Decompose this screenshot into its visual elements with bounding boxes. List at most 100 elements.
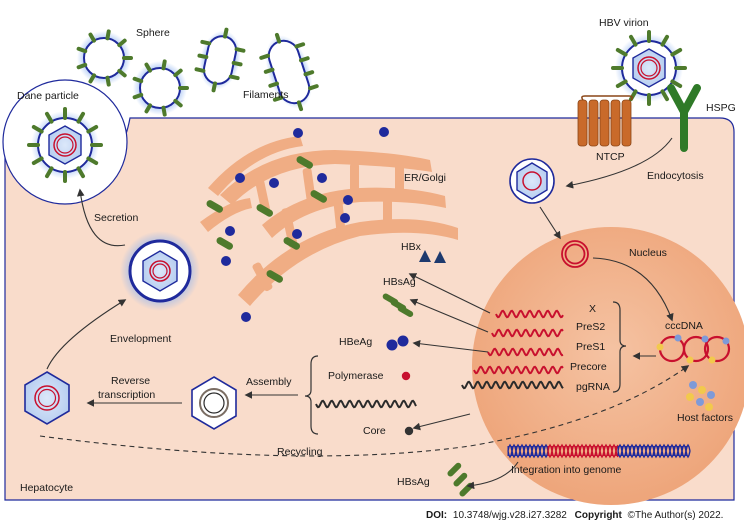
surface-spike — [615, 48, 628, 57]
label-hbv-virion: HBV virion — [599, 17, 649, 29]
surface-spike — [629, 34, 638, 47]
surface-spike — [117, 38, 127, 48]
label-reverse: Reverse — [111, 375, 150, 387]
surface-spike — [274, 32, 282, 44]
surface-spike — [272, 95, 284, 102]
hbx-protein — [419, 250, 446, 263]
rna-pres2 — [491, 328, 564, 338]
label-x: X — [589, 303, 596, 315]
label-polymerase: Polymerase — [328, 370, 384, 382]
surface-spike — [105, 29, 111, 41]
er-blue-particles — [221, 127, 389, 322]
surface-spike — [231, 60, 243, 67]
cccdna-host-dots — [656, 334, 730, 364]
surface-spike — [76, 166, 85, 179]
surface-spike — [144, 62, 152, 73]
surface-spike — [132, 92, 144, 100]
immature-capsid — [191, 376, 237, 430]
pathway-arrows — [46, 137, 674, 490]
label-hbsag: HBsAg — [383, 276, 416, 288]
surface-spike — [303, 70, 315, 77]
surface-spike — [194, 67, 206, 73]
viral-rna-transcripts — [461, 309, 564, 390]
label-precore: Precore — [570, 361, 607, 373]
hbv-virion-spikes — [611, 30, 687, 106]
transcript-bracket — [612, 301, 627, 393]
label-hbx: HBx — [401, 241, 422, 253]
surface-spike — [294, 42, 306, 49]
host-factors — [686, 381, 715, 411]
label-sphere: Sphere — [136, 27, 170, 39]
surface-spike — [144, 103, 152, 114]
surface-spike — [105, 75, 111, 87]
hbv-virion — [615, 34, 683, 102]
sphere-spikes — [76, 29, 189, 117]
surface-spike — [86, 125, 99, 134]
label-filaments: Filaments — [243, 89, 289, 101]
rna-precore — [473, 365, 564, 375]
rcdna — [561, 240, 589, 268]
label-nucleus: Nucleus — [629, 247, 667, 259]
surface-spike — [615, 79, 628, 88]
endocytosed-capsid — [509, 158, 555, 204]
label-ntcp: NTCP — [596, 151, 625, 163]
surface-spike — [263, 67, 275, 74]
label-hspg: HSPG — [706, 102, 736, 114]
surface-spike — [259, 53, 270, 60]
surface-spike — [222, 27, 229, 39]
surface-spike — [308, 84, 319, 91]
rna-pgrna — [461, 380, 564, 390]
copyright-label: Copyright — [575, 510, 623, 521]
dane-particle-spikes — [27, 107, 103, 183]
assembly-bracket — [304, 355, 319, 435]
surface-spike — [31, 125, 44, 134]
surface-spike — [173, 98, 183, 108]
dane-particle — [31, 111, 99, 179]
surface-spike — [173, 68, 183, 78]
label-integration: Integration into genome — [511, 464, 621, 476]
surface-spike — [31, 156, 44, 165]
integrated-genome-helix — [507, 443, 691, 459]
label-hepatocyte: Hepatocyte — [20, 482, 73, 494]
hbeag-protein — [386, 335, 409, 351]
er-green-particles — [206, 156, 328, 283]
surface-spike — [670, 48, 683, 57]
surface-spike — [161, 105, 167, 117]
filament-spikes — [194, 27, 319, 112]
label-assembly: Assembly — [246, 376, 292, 388]
surface-spike — [88, 32, 96, 43]
diagram-labels: Sphere Filaments Dane particle HBV virio… — [17, 17, 736, 494]
label-hbeag: HBeAg — [339, 336, 372, 348]
label-core: Core — [363, 425, 386, 437]
surface-spike — [117, 68, 127, 78]
surface-spike — [76, 46, 88, 54]
surface-spike — [234, 47, 246, 53]
core-dot — [404, 426, 414, 436]
surface-spike — [228, 74, 240, 81]
rna-x — [495, 309, 564, 319]
doi-label: DOI: — [426, 510, 447, 521]
surface-spike — [45, 111, 54, 124]
hbsag-protein — [382, 293, 414, 317]
label-envelopment: Envelopment — [110, 333, 171, 345]
surface-spike — [161, 59, 167, 71]
label-host-factors: Host factors — [677, 412, 733, 424]
doi-value: 10.3748/wjg.v28.i27.3282 — [453, 510, 567, 521]
label-cccdna: cccDNA — [665, 320, 703, 332]
nucleus — [472, 227, 744, 505]
polymerase-dot — [401, 371, 411, 381]
surface-spike — [86, 156, 99, 165]
label-dane-particle: Dane particle — [17, 90, 79, 102]
surface-spike — [670, 79, 683, 88]
copyright-value: ©The Author(s) 2022. — [628, 510, 724, 521]
surface-spike — [76, 111, 85, 124]
filament-particles — [197, 30, 316, 110]
label-pgrna: pgRNA — [576, 381, 610, 393]
rna-pres1 — [487, 347, 564, 357]
envelopment-particle — [120, 231, 200, 311]
label-secretion: Secretion — [94, 212, 139, 224]
recycling-arrow — [39, 365, 690, 457]
surface-spike — [76, 62, 88, 70]
